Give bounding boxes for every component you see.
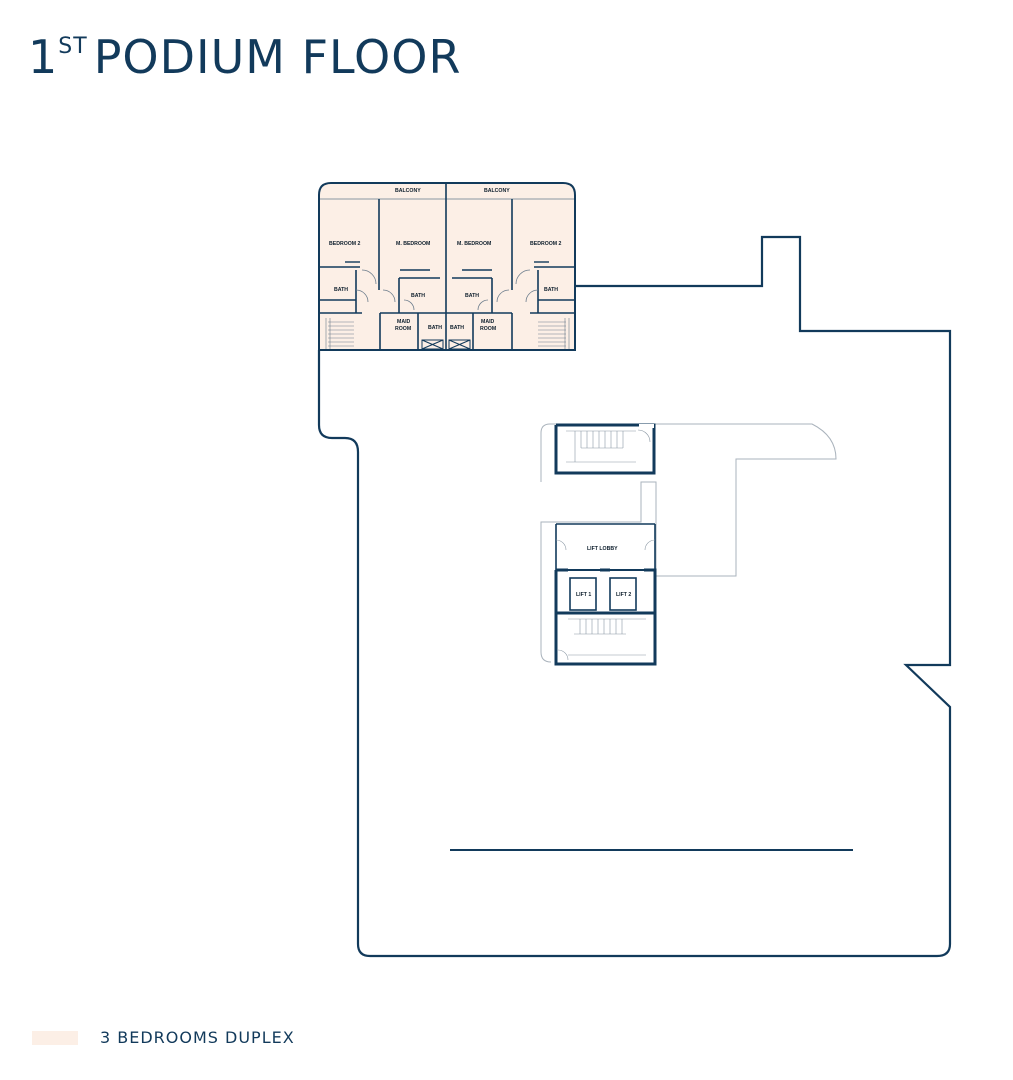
label-mbedroom-right: M. BEDROOM — [457, 241, 491, 247]
legend-label: 3 BEDROOMS DUPLEX — [100, 1028, 295, 1047]
label-bath-6: BATH — [450, 325, 464, 331]
lift-core: LIFT 1 LIFT 2 — [554, 568, 657, 666]
unit-fill — [318, 182, 576, 351]
label-bath-1: BATH — [334, 287, 348, 293]
label-bath-2: BATH — [411, 293, 425, 299]
label-bedroom2-left: BEDROOM 2 — [329, 241, 361, 247]
building-outline — [317, 235, 952, 958]
label-maid-left-2: ROOM — [395, 326, 411, 332]
label-bath-3: BATH — [465, 293, 479, 299]
title-superscript: ST — [58, 34, 88, 59]
label-bath-5: BATH — [428, 325, 442, 331]
duplex-unit: BALCONY BALCONY BEDROOM 2 M. BEDROOM M. … — [318, 182, 576, 351]
label-mbedroom-left: M. BEDROOM — [396, 241, 430, 247]
label-bath-4: BATH — [544, 287, 558, 293]
label-balcony-right: BALCONY — [484, 188, 510, 194]
label-lift-2: LIFT 2 — [616, 592, 631, 598]
core-corridor-outline — [540, 423, 837, 663]
label-lift-lobby: LIFT LOBBY — [587, 546, 618, 552]
label-maid-left-1: MAID — [397, 319, 411, 325]
upper-stair-core — [554, 423, 656, 475]
label-maid-right-2: ROOM — [480, 326, 496, 332]
lift-1-shaft — [569, 577, 597, 611]
label-maid-right-1: MAID — [481, 319, 495, 325]
legend: 3 BEDROOMS DUPLEX — [32, 1028, 295, 1047]
label-lift-1: LIFT 1 — [576, 592, 591, 598]
title-number: 1 — [28, 30, 59, 84]
label-bedroom2-right: BEDROOM 2 — [530, 241, 562, 247]
legend-swatch — [32, 1030, 78, 1045]
lift-2-shaft — [609, 577, 637, 611]
label-balcony-left: BALCONY — [395, 188, 421, 194]
title-text: PODIUM FLOOR — [93, 30, 462, 84]
lift-lobby: LIFT LOBBY — [555, 523, 656, 570]
